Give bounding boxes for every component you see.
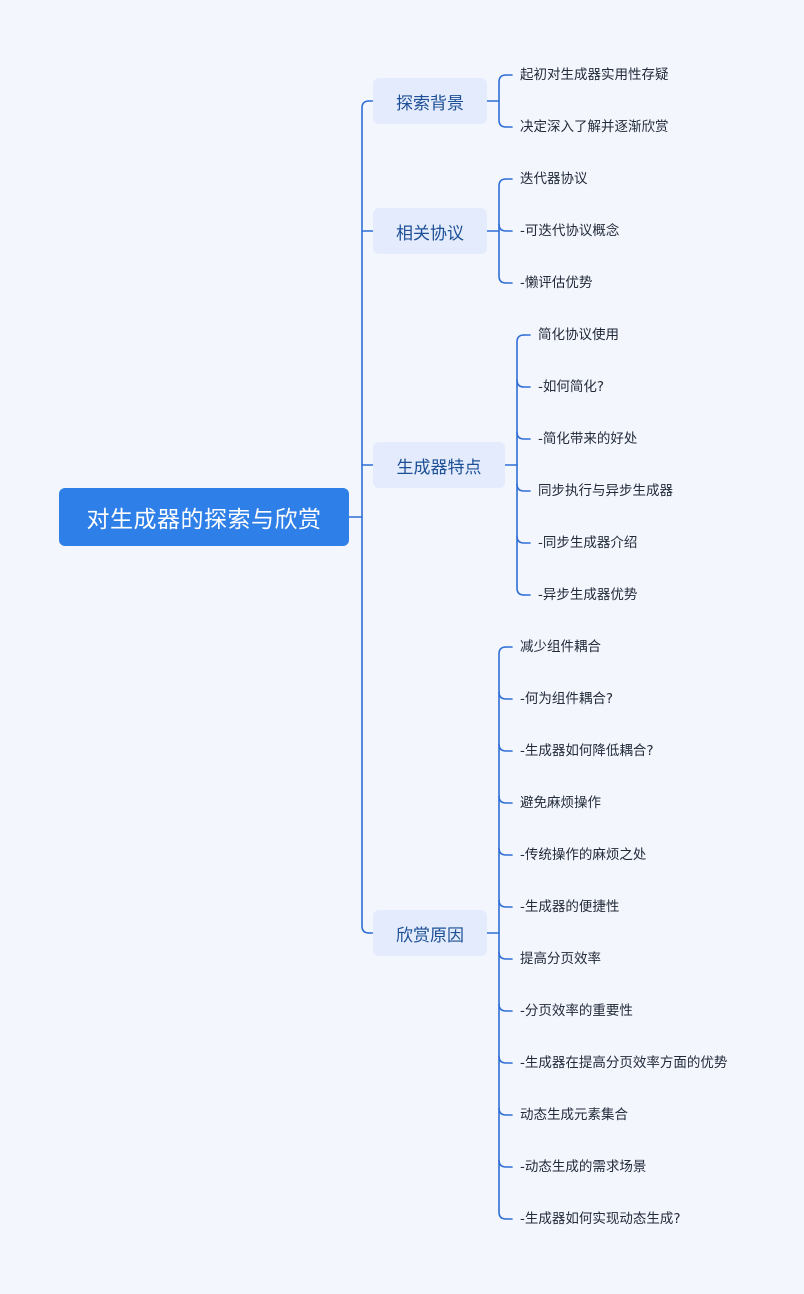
leaf-connector: [498, 951, 513, 960]
leaf-connector: [498, 899, 513, 908]
leaf-node[interactable]: 简化协议使用: [538, 327, 619, 343]
leaf-node[interactable]: -动态生成的需求场景: [520, 1159, 647, 1175]
leaf-connector: [498, 1159, 513, 1168]
trunk-connector: [361, 100, 370, 934]
leaf-node[interactable]: -生成器如何实现动态生成?: [520, 1211, 681, 1227]
leaf-node[interactable]: -简化带来的好处: [538, 431, 638, 447]
leaf-node[interactable]: 同步执行与异步生成器: [538, 483, 673, 499]
leaf-connector: [498, 223, 513, 232]
leaf-connector: [498, 743, 513, 752]
branch-node-background[interactable]: 探索背景: [373, 78, 487, 124]
leaf-connector: [498, 1003, 513, 1012]
leaf-node[interactable]: -可迭代协议概念: [520, 223, 620, 239]
branch-label: 相关协议: [396, 223, 464, 244]
leaf-node[interactable]: -分页效率的重要性: [520, 1003, 633, 1019]
leaf-node[interactable]: -何为组件耦合?: [520, 691, 614, 707]
leaf-node[interactable]: 避免麻烦操作: [520, 795, 601, 811]
leaf-node[interactable]: -如何简化?: [538, 379, 605, 395]
leaf-node[interactable]: -生成器如何降低耦合?: [520, 743, 654, 759]
branch-node-features[interactable]: 生成器特点: [373, 442, 505, 488]
leaf-node[interactable]: 迭代器协议: [520, 171, 588, 187]
leaf-node[interactable]: -生成器在提高分页效率方面的优势: [520, 1055, 728, 1071]
branch-label: 欣赏原因: [396, 925, 464, 946]
leaf-connector: [498, 691, 513, 700]
leaf-connector: [516, 535, 531, 544]
leaf-node[interactable]: 减少组件耦合: [520, 639, 601, 655]
leaf-node[interactable]: -传统操作的麻烦之处: [520, 847, 647, 863]
leaf-connector: [516, 379, 531, 388]
leaf-node[interactable]: -生成器的便捷性: [520, 899, 620, 915]
branch-node-protocols[interactable]: 相关协议: [373, 208, 487, 254]
root-node[interactable]: 对生成器的探索与欣赏: [59, 488, 349, 546]
root-node-label: 对生成器的探索与欣赏: [86, 507, 322, 533]
leaf-node[interactable]: -异步生成器优势: [538, 587, 638, 603]
leaf-node[interactable]: 动态生成元素集合: [520, 1107, 628, 1123]
leaf-connector: [498, 1107, 513, 1116]
leaf-spine: [498, 178, 507, 284]
leaf-node[interactable]: 决定深入了解并逐渐欣赏: [520, 119, 669, 135]
leaf-node[interactable]: 提高分页效率: [520, 951, 601, 967]
leaf-spine: [498, 74, 507, 128]
leaf-connector: [516, 483, 531, 492]
branch-label: 探索背景: [396, 93, 464, 114]
leaf-spine: [498, 646, 507, 1220]
leaf-node[interactable]: -懒评估优势: [520, 275, 593, 291]
branch-label: 生成器特点: [396, 457, 482, 478]
leaf-connector: [498, 1055, 513, 1064]
leaf-node[interactable]: 起初对生成器实用性存疑: [520, 67, 669, 83]
leaf-spine: [516, 334, 525, 596]
branch-node-reasons[interactable]: 欣赏原因: [373, 910, 487, 956]
leaf-connector: [498, 847, 513, 856]
leaf-node[interactable]: -同步生成器介绍: [538, 535, 638, 551]
leaf-connector: [516, 431, 531, 440]
leaf-connector: [498, 795, 513, 804]
